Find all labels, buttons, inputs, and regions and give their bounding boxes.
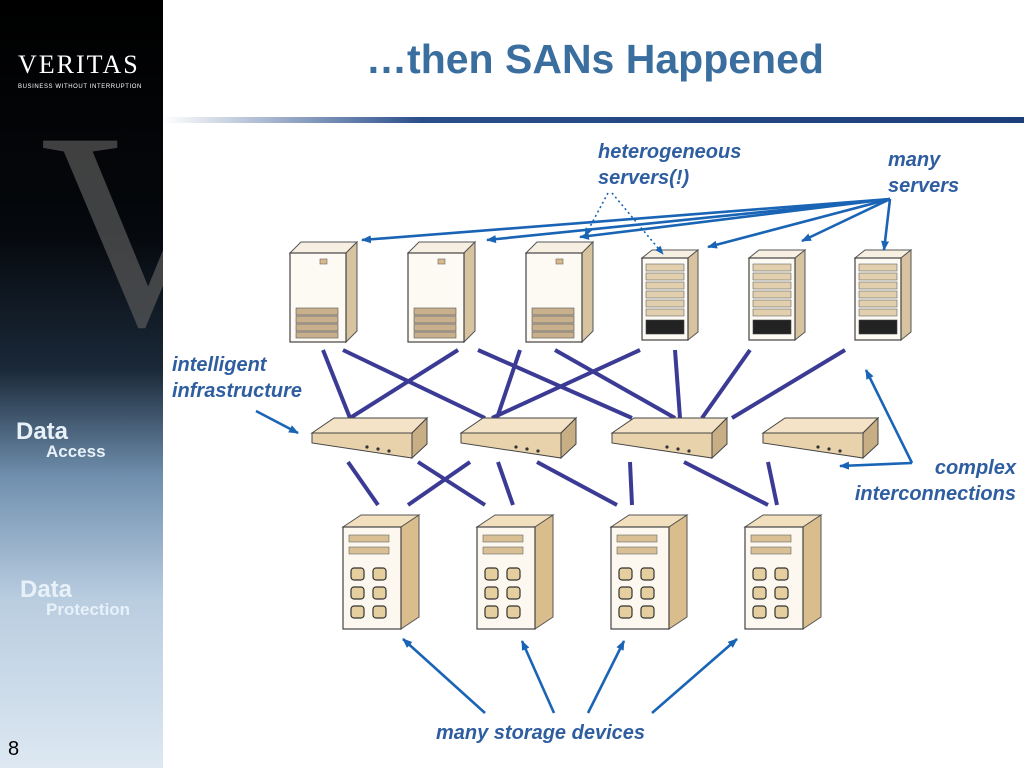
arrow [839, 461, 913, 470]
san-links [321, 348, 847, 507]
arrow [584, 192, 609, 237]
arrow [579, 197, 891, 240]
link [342, 348, 486, 420]
link [406, 460, 472, 507]
data-access-heading: Data [16, 418, 69, 445]
link [346, 460, 380, 507]
san-switch [761, 416, 880, 460]
heterogeneous-label: heterogeneous servers(!) [598, 139, 741, 191]
arrow [402, 638, 486, 714]
intelligent-line2: infrastructure [172, 380, 303, 402]
arrow [801, 197, 891, 243]
link [700, 348, 752, 420]
many-servers-arrows [361, 197, 892, 251]
link [554, 348, 676, 420]
heterogeneous-line1: heterogeneous [598, 141, 742, 163]
link [673, 349, 682, 419]
heterogeneous-line2: servers(!) [598, 167, 690, 189]
sidebar: V VERITAS BUSINESS WITHOUT INTERRUPTION … [0, 0, 163, 768]
arrow [611, 192, 664, 255]
complex-interconnections-label: complex interconnections [812, 455, 1016, 507]
link [536, 460, 618, 507]
many-servers-label: many servers [888, 147, 959, 199]
arrow [520, 640, 556, 714]
complex-line1: complex [934, 457, 1016, 479]
link [628, 461, 634, 506]
rack-server [853, 248, 913, 342]
heterogeneous-arrows [584, 192, 664, 255]
arrow [255, 409, 299, 435]
title-rule [163, 117, 1024, 123]
page-number: 8 [8, 738, 20, 760]
data-access-sub: Access [46, 442, 106, 461]
slide-title: …then SANs Happened [366, 36, 824, 82]
link [321, 349, 352, 419]
arrow [881, 198, 892, 251]
tower-server [524, 240, 595, 344]
link [730, 348, 847, 420]
watermark-letter: V [40, 74, 163, 385]
complex-line2: interconnections [854, 483, 1016, 505]
infrastructure-arrow [255, 409, 299, 435]
arrow [651, 638, 738, 714]
arrow [707, 197, 891, 249]
many-servers-line1: many [888, 149, 941, 171]
rack-server [747, 248, 807, 342]
storage-array [743, 514, 823, 630]
intelligent-line1: intelligent [172, 354, 267, 376]
arrow [864, 369, 914, 464]
san-switch [610, 416, 729, 460]
storage-array [475, 514, 555, 630]
storage-arrows [402, 638, 738, 714]
data-protection-heading: Data [20, 576, 73, 603]
interconnection-arrows [839, 369, 914, 470]
san-switch [310, 416, 429, 460]
link [491, 348, 641, 420]
link [495, 349, 522, 419]
many-servers-line2: servers [888, 175, 960, 197]
logo-tagline: BUSINESS WITHOUT INTERRUPTION [18, 84, 142, 90]
tower-server [288, 240, 359, 344]
link [477, 348, 633, 420]
link [683, 460, 769, 507]
intelligent-infrastructure-label: intelligent infrastructure [172, 352, 302, 404]
link [416, 460, 487, 507]
link [348, 348, 460, 420]
tower-server [406, 240, 477, 344]
san-switch [459, 416, 578, 460]
link [766, 461, 779, 506]
arrow [361, 197, 891, 244]
arrow [486, 197, 891, 244]
storage-array [609, 514, 689, 630]
link [496, 461, 515, 506]
rack-server [640, 248, 700, 342]
storage-array [341, 514, 421, 630]
data-protection-sub: Protection [46, 600, 131, 619]
storage-devices-label: many storage devices [436, 722, 645, 744]
veritas-logo: VERITAS [18, 50, 140, 79]
arrow [586, 640, 626, 714]
